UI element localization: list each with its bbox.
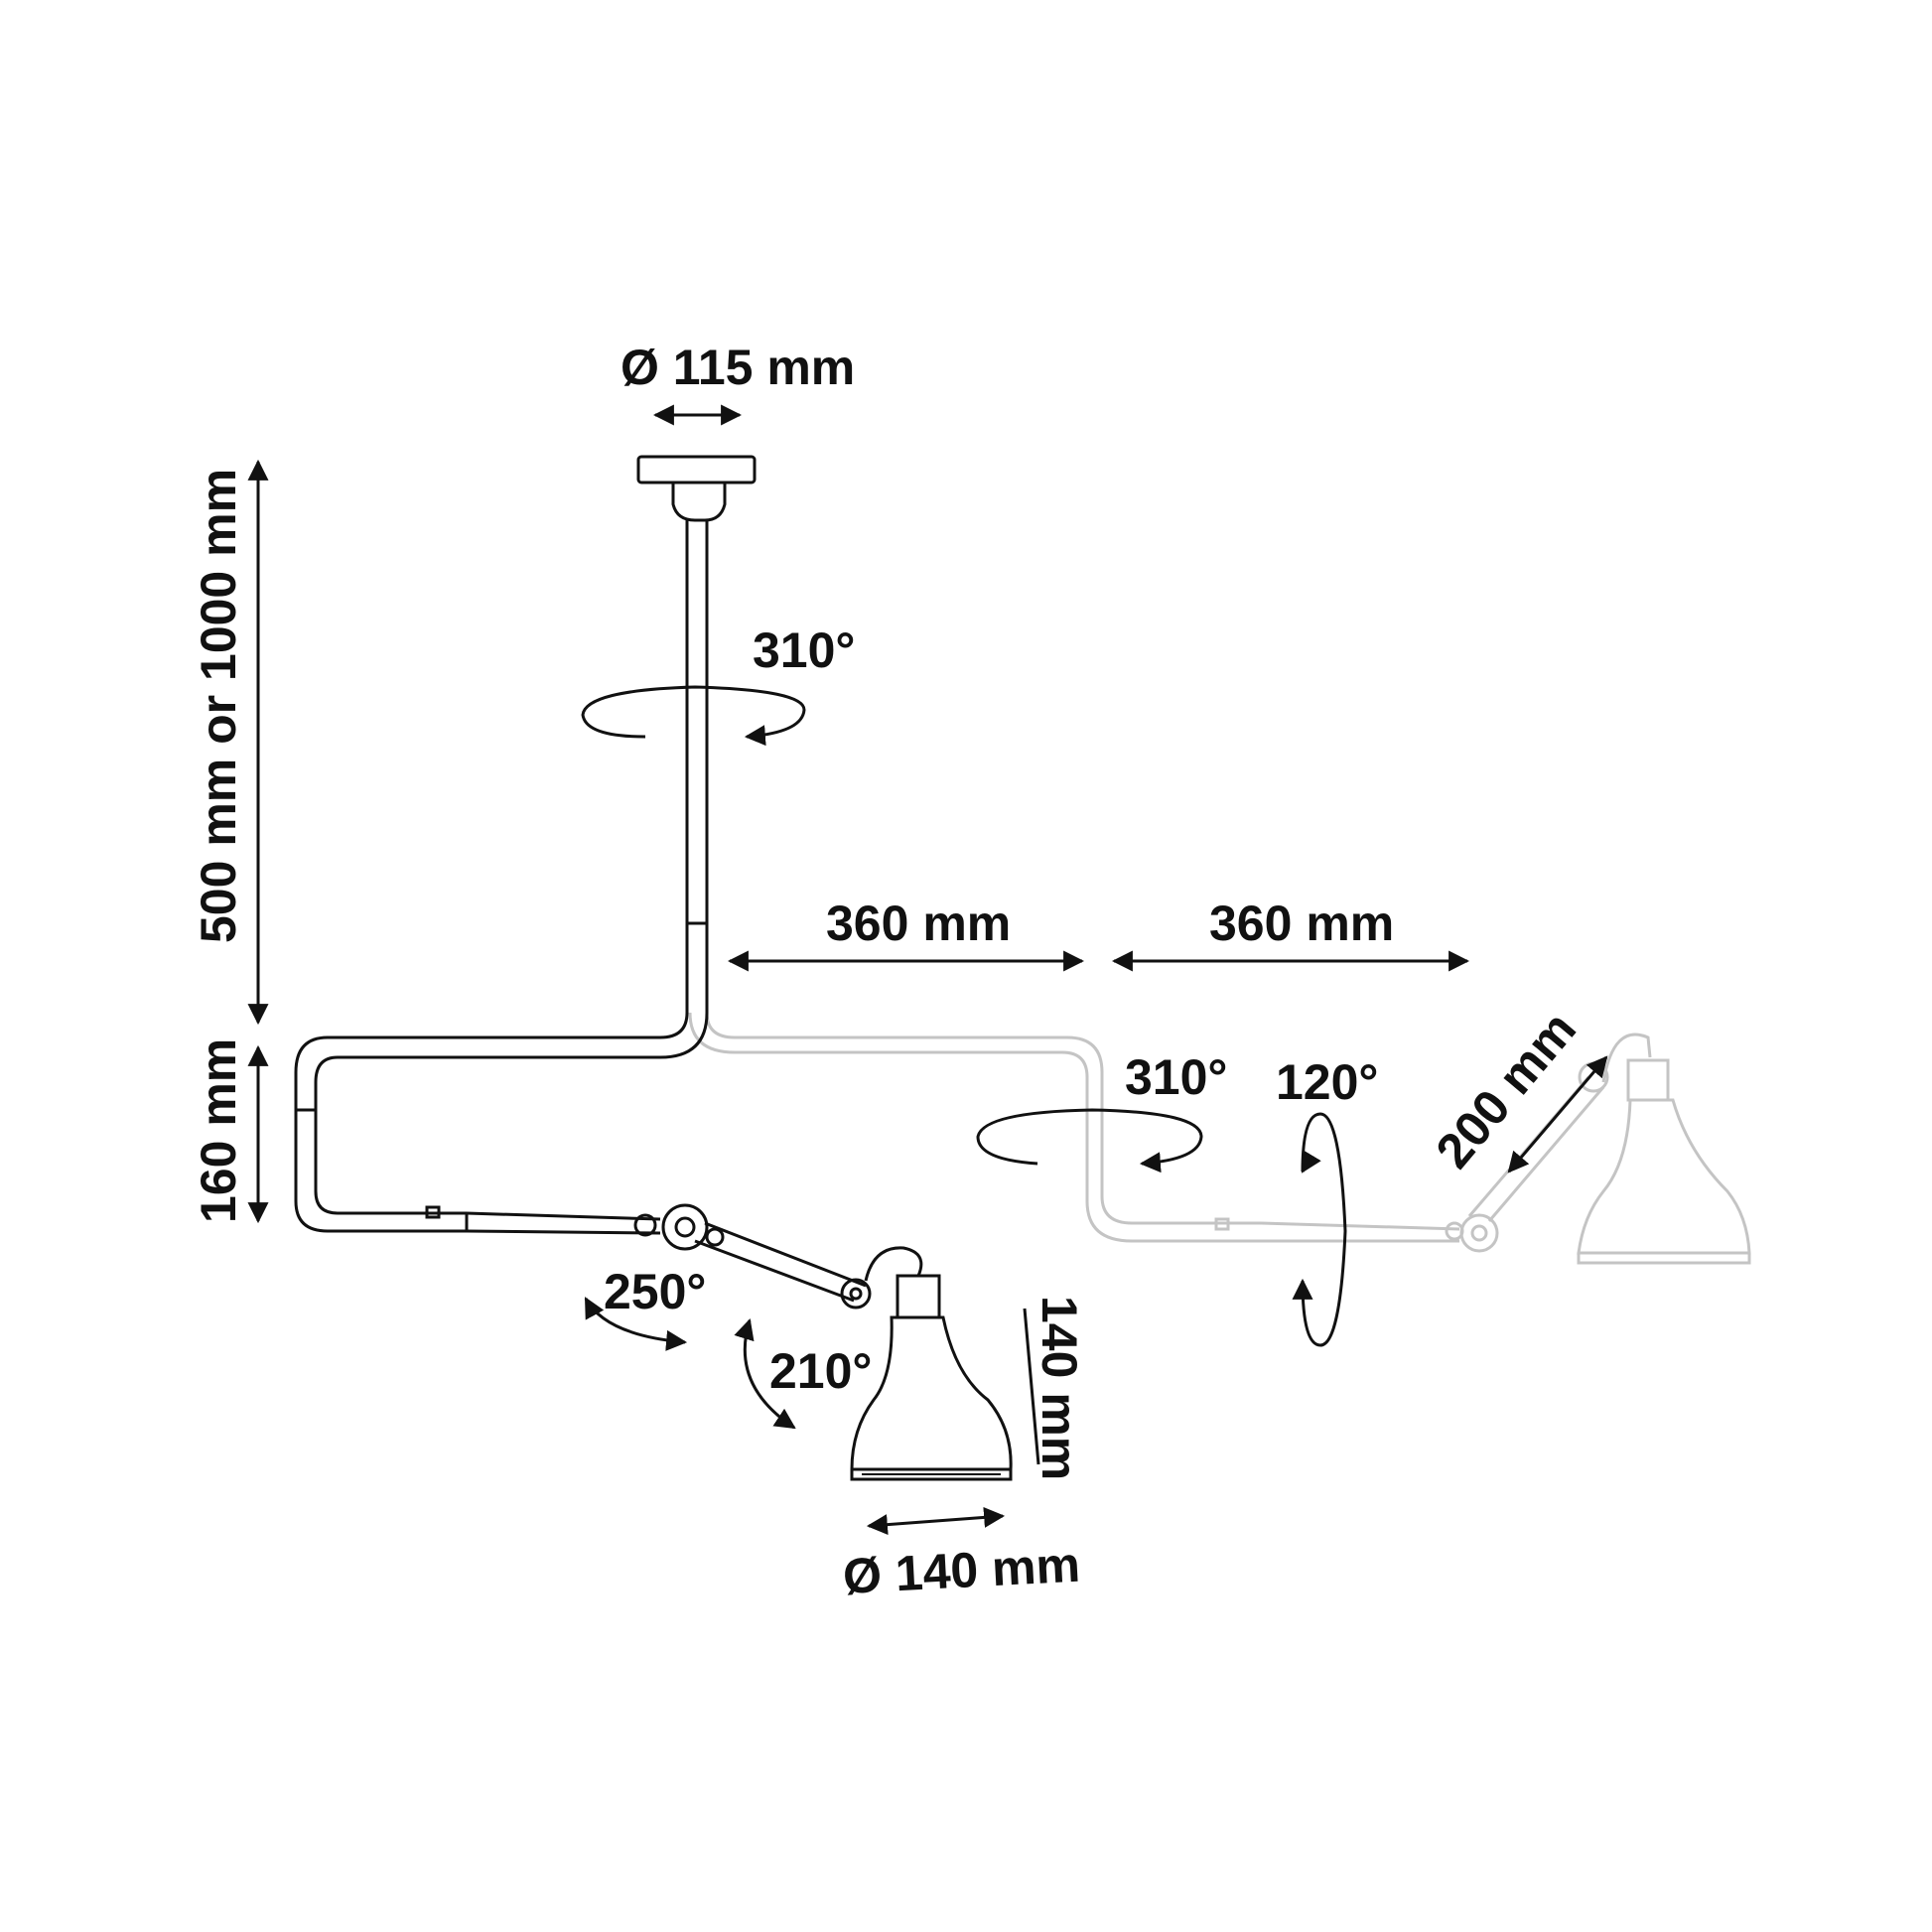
elbow-rotation-label: 250° [604, 1264, 706, 1319]
lamp-shade [850, 1315, 1013, 1471]
small-arm-length-label: 200 mm [1426, 1001, 1587, 1178]
ceiling-canopy [636, 455, 757, 484]
shade-rotation-label: 210° [769, 1343, 872, 1399]
dimension-arrows [247, 404, 1608, 1536]
arm-length-2-label: 360 mm [1209, 896, 1394, 951]
arm-length-1-label: 360 mm [826, 896, 1011, 951]
joint-rotation-label: 310° [1125, 1049, 1227, 1105]
stem-rotation-label: 310° [753, 622, 855, 678]
canopy-diameter-label: Ø 115 mm [621, 340, 855, 395]
shade-height-label: 140 mm [1032, 1296, 1087, 1480]
main-lamp [294, 455, 1013, 1481]
elbow-joint [661, 1203, 709, 1251]
tilt-rotation-label: 120° [1276, 1054, 1378, 1110]
stem-length-label: 500 mm or 1000 mm [191, 469, 246, 943]
stem [294, 520, 689, 1233]
shade-diameter-label: Ø 140 mm [842, 1537, 1082, 1604]
drop-height-label: 160 mm [191, 1038, 246, 1223]
rotation-arrows [581, 685, 1347, 1430]
shade-socket [896, 1274, 941, 1319]
